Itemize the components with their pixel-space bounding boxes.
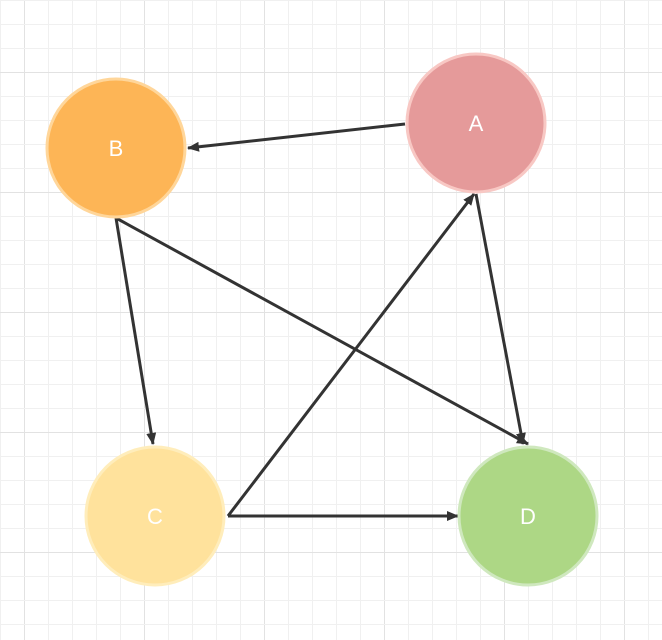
node-a[interactable]: A [405,52,547,194]
edge-c-to-a [226,193,476,517]
node-label: D [520,504,536,529]
node-label: B [109,136,124,161]
edge-a-to-b [187,122,406,152]
edge-a-to-d [474,193,526,445]
node-circle[interactable] [405,52,547,194]
node-circle[interactable] [457,445,599,587]
node-b[interactable]: B [45,77,187,219]
edge-b-to-c [114,217,157,445]
edge-layer [114,122,529,521]
node-c[interactable]: C [84,445,226,587]
node-d[interactable]: D [457,445,599,587]
node-circle[interactable] [84,445,226,587]
node-circle[interactable] [45,77,187,219]
edge-b-to-d [115,216,529,446]
node-layer: A B C D [45,52,599,587]
node-label: A [469,111,484,136]
node-label: C [147,504,163,529]
